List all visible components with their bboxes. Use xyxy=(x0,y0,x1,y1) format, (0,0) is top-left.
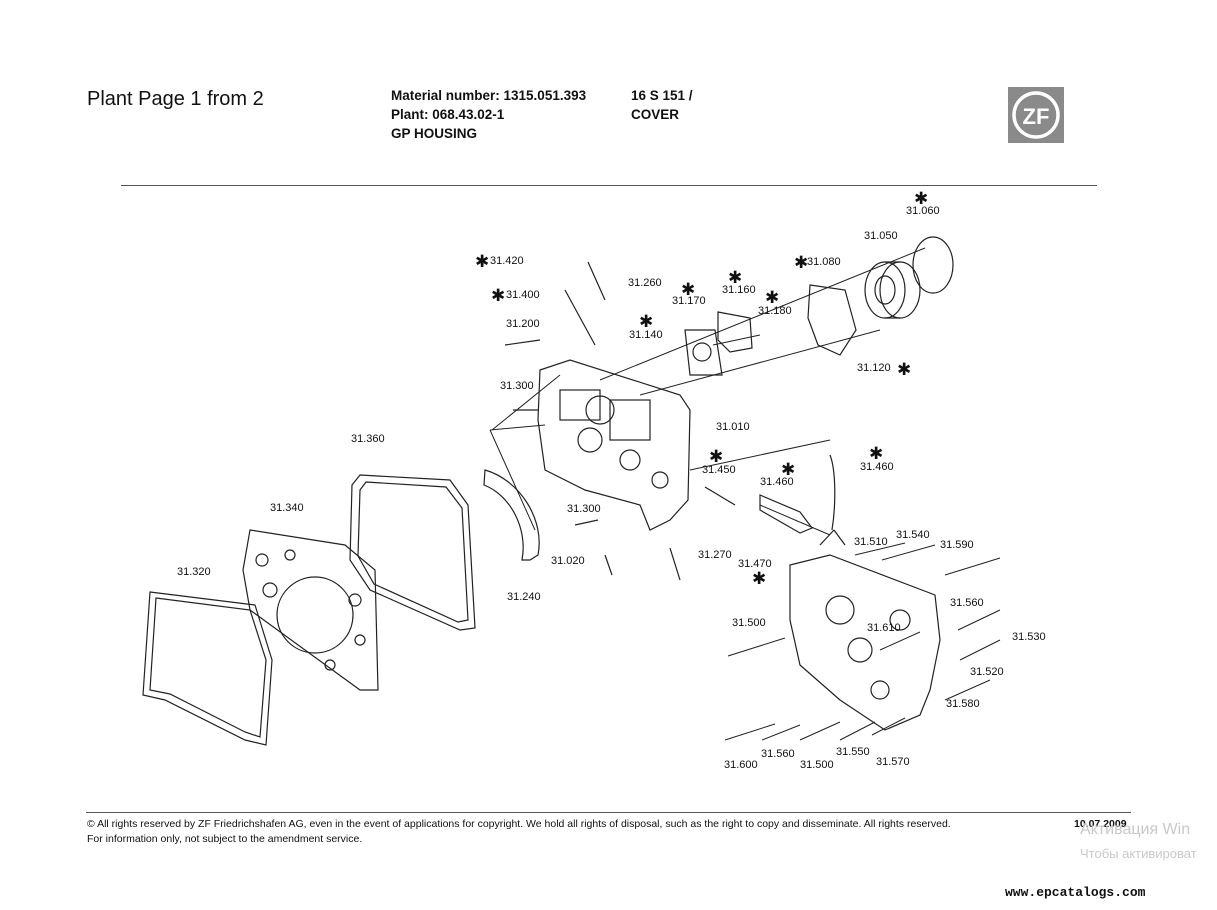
asterisk-mark: ✱ xyxy=(765,288,779,307)
part-callout-31540: 31.540 xyxy=(896,529,930,541)
header-divider xyxy=(121,185,1097,186)
cover-31080 xyxy=(807,284,857,356)
plant-number: Plant: 068.43.02-1 xyxy=(391,107,505,122)
footer-divider xyxy=(86,812,1131,813)
part-callout-31530: 31.530 xyxy=(1012,631,1046,643)
part-callout-31010: 31.010 xyxy=(716,421,750,433)
part-callout-31450: 31.450 xyxy=(702,464,736,476)
part-callout-31560: 31.560 xyxy=(761,748,795,760)
cover-label: COVER xyxy=(631,107,680,122)
part-callout-31200: 31.200 xyxy=(506,318,540,330)
part-callout-31470: 31.470 xyxy=(738,558,772,570)
asterisk-mark: ✱ xyxy=(728,268,742,287)
part-callout-31060: 31.060 xyxy=(906,205,940,217)
part-callout-31240: 31.240 xyxy=(507,591,541,603)
asterisk-mark: ✱ xyxy=(639,312,653,331)
part-callout-31320: 31.320 xyxy=(177,566,211,578)
part-callout-31500: 31.500 xyxy=(732,617,766,629)
gasket-31360 xyxy=(349,474,476,631)
part-callout-31300: 31.300 xyxy=(567,503,601,515)
asterisk-mark: ✱ xyxy=(475,252,489,271)
material-number: Material number: 1315.051.393 xyxy=(391,88,587,103)
info-notice: For information only, not subject to the… xyxy=(87,833,363,845)
part-callout-31460: 31.460 xyxy=(860,461,894,473)
part-callout-31120: 31.120 xyxy=(857,362,891,374)
part-callout-31510: 31.510 xyxy=(854,536,888,548)
part-callout-31260: 31.260 xyxy=(628,277,662,289)
part-callout-31520: 31.520 xyxy=(970,666,1004,678)
zf-logo-text: ZF xyxy=(1023,104,1050,129)
part-callout-31600: 31.600 xyxy=(724,759,758,771)
bracket-31240 xyxy=(483,469,540,561)
part-callout-31580: 31.580 xyxy=(946,698,980,710)
copyright-notice: © All rights reserved by ZF Friedrichsha… xyxy=(87,818,951,830)
part-callout-31160: 31.160 xyxy=(722,284,756,296)
part-callout-31460: 31.460 xyxy=(760,476,794,488)
asterisk-mark: ✱ xyxy=(794,253,808,272)
part-callout-31140: 31.140 xyxy=(629,329,663,341)
part-callout-31570: 31.570 xyxy=(876,756,910,768)
part-callout-31180: 31.180 xyxy=(758,305,792,317)
asterisk-mark: ✱ xyxy=(491,286,505,305)
activation-watermark-subtitle: Чтобы активироват xyxy=(1080,846,1197,861)
part-callout-31590: 31.590 xyxy=(940,539,974,551)
zf-logo: ZF xyxy=(1008,87,1064,143)
housing-lower xyxy=(789,554,941,731)
asterisk-mark: ✱ xyxy=(709,447,723,466)
page-date: 10.07.2009 xyxy=(1074,818,1127,830)
part-callout-31170: 31.170 xyxy=(672,295,706,307)
housing-31010 xyxy=(537,359,691,531)
group-name: GP HOUSING xyxy=(391,126,478,141)
part-callout-31020: 31.020 xyxy=(551,555,585,567)
asterisk-mark: ✱ xyxy=(897,360,911,379)
part-callout-31560: 31.560 xyxy=(950,597,984,609)
asterisk-mark: ✱ xyxy=(869,444,883,463)
part-callout-31270: 31.270 xyxy=(698,549,732,561)
material-info: Material number: 1315.051.393 Plant: 068… xyxy=(391,86,586,143)
part-callout-31550: 31.550 xyxy=(836,746,870,758)
website-link[interactable]: www.epcatalogs.com xyxy=(1005,885,1146,900)
gasket-31320 xyxy=(142,591,273,746)
page-title: Plant Page 1 from 2 xyxy=(87,88,264,110)
asterisk-mark: ✱ xyxy=(681,280,695,299)
part-callout-31360: 31.360 xyxy=(351,433,385,445)
part-callout-31340: 31.340 xyxy=(270,502,304,514)
asterisk-mark: ✱ xyxy=(781,460,795,479)
part-callout-31500: 31.500 xyxy=(800,759,834,771)
footer-text: © All rights reserved by ZF Friedrichsha… xyxy=(87,817,951,847)
type-designation: 16 S 151 / xyxy=(631,88,693,103)
asterisk-mark: ✱ xyxy=(752,569,766,588)
part-callout-31050: 31.050 xyxy=(864,230,898,242)
activation-watermark-title: Активация Win xyxy=(1080,821,1191,838)
ring-31060 xyxy=(912,236,954,294)
asterisk-mark: ✱ xyxy=(914,189,928,208)
part-callout-31420: 31.420 xyxy=(490,255,524,267)
part-callout-31610: 31.610 xyxy=(867,622,901,634)
part-callout-31400: 31.400 xyxy=(506,289,540,301)
part-callout-31080: 31.080 xyxy=(807,256,841,268)
type-info: 16 S 151 / COVER xyxy=(631,86,693,124)
part-callout-31300: 31.300 xyxy=(500,380,534,392)
